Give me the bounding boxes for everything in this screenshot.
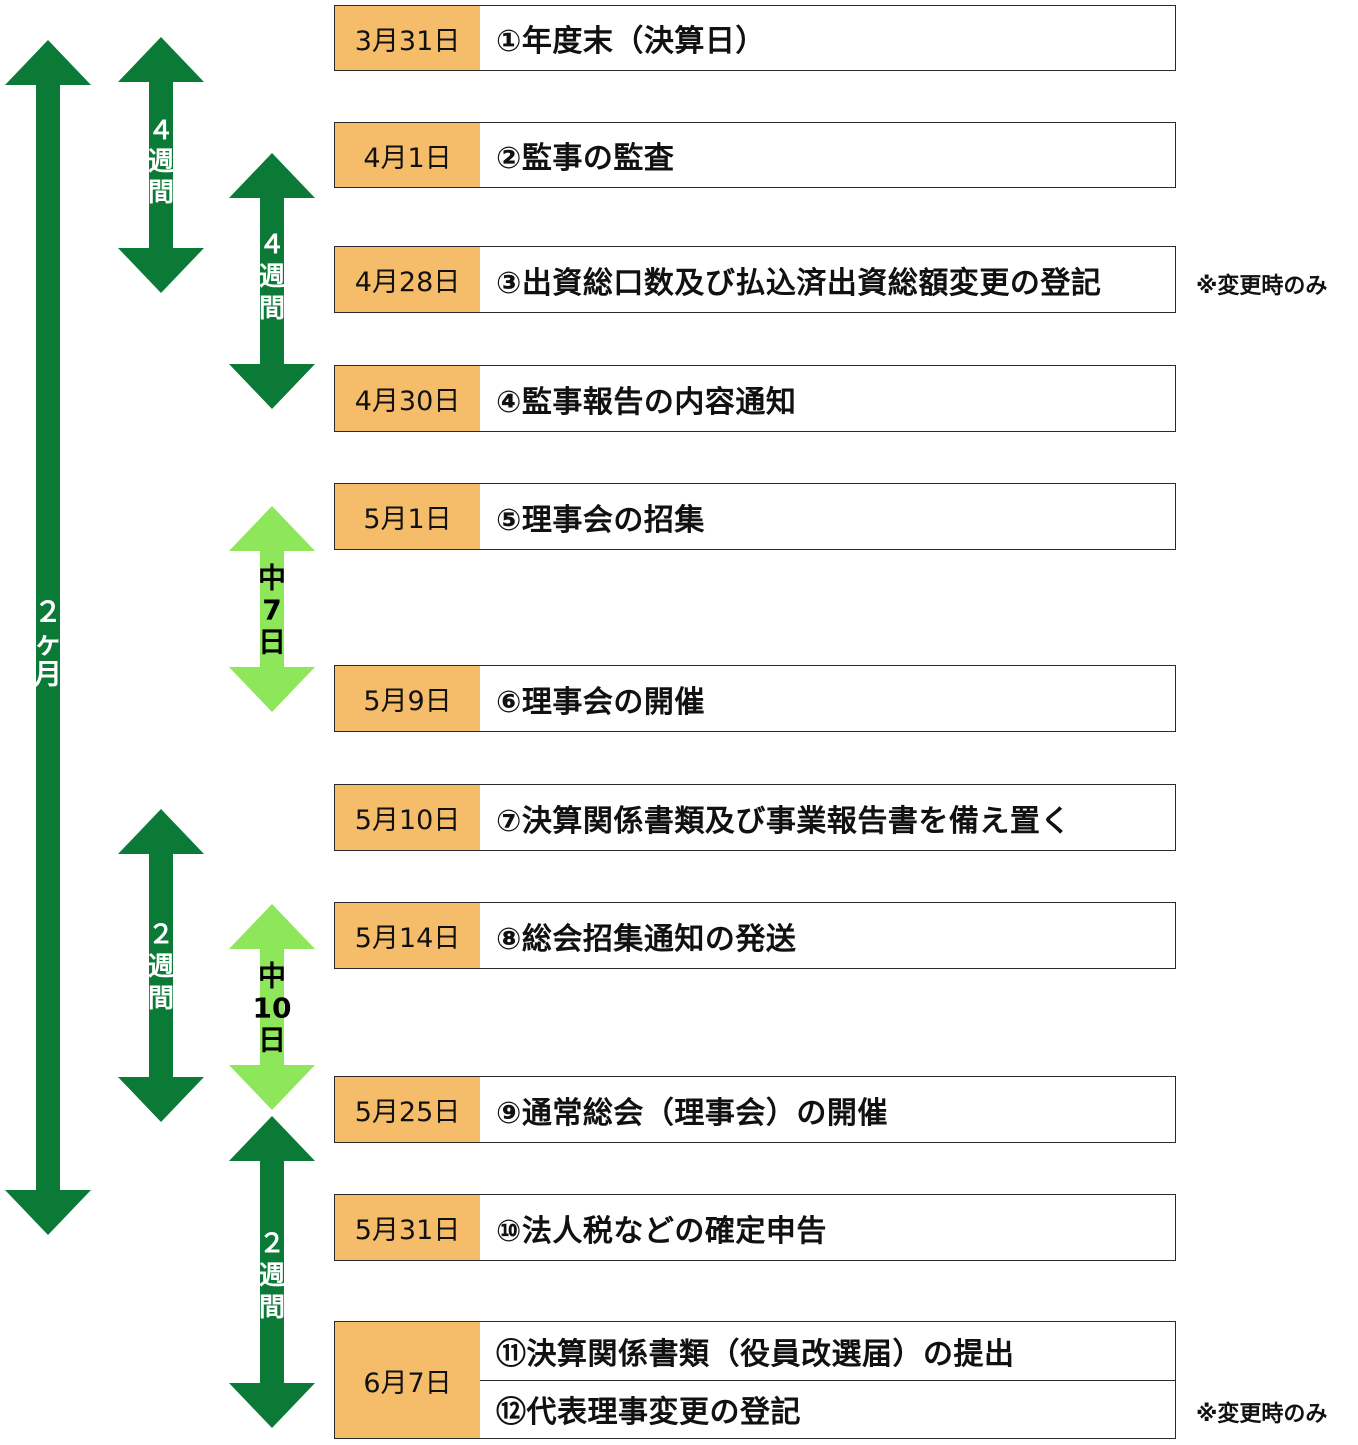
schedule-row: 5月31日 ⑩法人税などの確定申告 [334, 1194, 1176, 1261]
step-cells: ②監事の監査 [480, 123, 1175, 187]
date-cell: 5月1日 [335, 484, 480, 549]
date-cell: 4月30日 [335, 366, 480, 431]
schedule-row: 6月7日 ⑪決算関係書類（役員改選届）の提出 ⑫代表理事変更の登記 [334, 1321, 1176, 1439]
step-text: ⑤理事会の招集 [496, 502, 705, 538]
step-cells: ⑨通常総会（理事会）の開催 [480, 1077, 1175, 1142]
schedule-row: 3月31日 ①年度末（決算日） [334, 5, 1176, 71]
double-arrow-shape [229, 153, 315, 409]
date-cell: 3月31日 [335, 6, 480, 70]
step-cells: ⑤理事会の招集 [480, 484, 1175, 549]
step-cells: ⑥理事会の開催 [480, 666, 1175, 731]
step-cells: ⑩法人税などの確定申告 [480, 1195, 1175, 1260]
step-cells: ④監事報告の内容通知 [480, 366, 1175, 431]
double-arrow-shape [118, 809, 204, 1122]
schedule-row: 5月9日 ⑥理事会の開催 [334, 665, 1176, 732]
span-label-char: ２ [34, 596, 62, 629]
step-text: ⑥理事会の開催 [496, 684, 705, 720]
step-text: ⑫代表理事変更の登記 [480, 1379, 1175, 1439]
span-arrow: ４週間 [229, 153, 315, 409]
date-cell: 5月31日 [335, 1195, 480, 1260]
span-label-char: ２ [259, 1229, 285, 1259]
date-cell: 6月7日 [335, 1322, 480, 1438]
step-text: ⑦決算関係書類及び事業報告書を備え置く [496, 803, 1071, 839]
span-label-char: 月 [33, 658, 62, 691]
step-text: ④監事報告の内容通知 [496, 384, 797, 420]
change-only-note: ※変更時のみ [1196, 274, 1328, 299]
step-cells: ⑪決算関係書類（役員改選届）の提出 ⑫代表理事変更の登記 [480, 1322, 1175, 1438]
schedule-row: 4月1日 ②監事の監査 [334, 122, 1176, 188]
span-label-char: 間 [148, 178, 174, 208]
step-text: ⑧総会招集通知の発送 [496, 921, 797, 957]
date-cell: 4月28日 [335, 247, 480, 312]
step-text: ③出資総口数及び払込済出資総額変更の登記 [496, 265, 1102, 301]
span-label-char: 10 [253, 992, 292, 1025]
span-arrow: ２週間 [229, 1116, 315, 1428]
span-label-char: 日 [258, 626, 286, 659]
schedule-row: 5月1日 ⑤理事会の招集 [334, 483, 1176, 550]
step-cells: ①年度末（決算日） [480, 6, 1175, 70]
span-label-char: 中 [258, 960, 286, 993]
date-cell: 5月14日 [335, 903, 480, 968]
span-label-char: 週 [259, 1261, 285, 1291]
span-label-char: 週 [148, 147, 174, 177]
span-label-char: 間 [259, 294, 285, 324]
date-cell: 5月25日 [335, 1077, 480, 1142]
span-label-char: 間 [259, 1293, 285, 1323]
schedule-row: 5月10日 ⑦決算関係書類及び事業報告書を備え置く [334, 784, 1176, 851]
span-label-char: 日 [258, 1024, 286, 1057]
span-arrow: ４週間 [118, 37, 204, 293]
step-text: ⑪決算関係書類（役員改選届）の提出 [496, 1336, 1015, 1372]
double-arrow-shape [5, 40, 91, 1235]
schedule-row: 5月25日 ⑨通常総会（理事会）の開催 [334, 1076, 1176, 1143]
span-label-char: 週 [148, 952, 174, 982]
double-arrow-shape [229, 506, 315, 712]
double-arrow-shape [118, 37, 204, 293]
change-only-note: ※変更時のみ [1196, 1402, 1328, 1427]
step-text: ⑨通常総会（理事会）の開催 [496, 1095, 888, 1131]
double-arrow-shape [229, 904, 315, 1110]
span-label-char: 間 [148, 984, 174, 1014]
span-label-char: 中 [258, 562, 286, 595]
span-arrow: 中7日 [229, 506, 315, 712]
schedule-row: 5月14日 ⑧総会招集通知の発送 [334, 902, 1176, 969]
step-cells: ⑦決算関係書類及び事業報告書を備え置く [480, 785, 1175, 850]
schedule-row: 4月28日 ③出資総口数及び払込済出資総額変更の登記 [334, 246, 1176, 313]
date-cell: 4月1日 [335, 123, 480, 187]
step-text: ②監事の監査 [496, 141, 675, 176]
span-arrow: ２週間 [118, 809, 204, 1122]
span-arrow: ２ヶ月 [5, 40, 91, 1235]
date-cell: 5月10日 [335, 785, 480, 850]
step-cells: ③出資総口数及び払込済出資総額変更の登記 [480, 247, 1175, 312]
double-arrow-shape [229, 1116, 315, 1428]
span-label-char: ヶ [34, 627, 62, 660]
step-text: ①年度末（決算日） [496, 24, 766, 59]
step-text: ⑩法人税などの確定申告 [496, 1213, 827, 1249]
schedule-row: 4月30日 ④監事報告の内容通知 [334, 365, 1176, 432]
date-cell: 5月9日 [335, 666, 480, 731]
span-label-char: ２ [148, 920, 174, 950]
span-label-char: 7 [262, 594, 281, 627]
step-cells: ⑧総会招集通知の発送 [480, 903, 1175, 968]
span-label-char: ４ [148, 116, 174, 146]
span-label-char: 週 [259, 262, 285, 292]
span-label-char: ４ [259, 230, 285, 260]
